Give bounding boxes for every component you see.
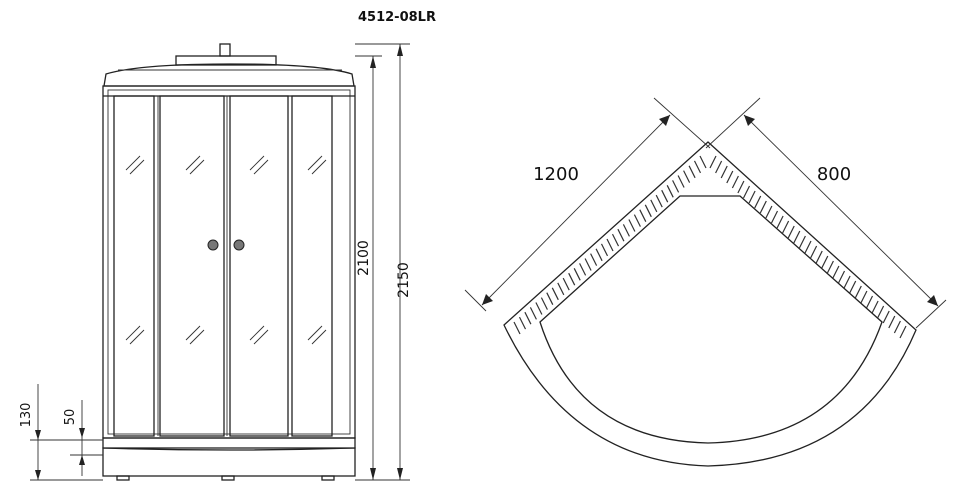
- hatch-line: [546, 292, 554, 305]
- model-code: 4512-08LR: [358, 10, 436, 25]
- hatch-line: [650, 199, 658, 213]
- tray-skirt: [102, 447, 356, 477]
- hatch-line: [821, 255, 829, 269]
- hatch-line: [644, 204, 652, 218]
- hatch-line: [843, 275, 851, 289]
- hatch-line: [877, 305, 885, 319]
- top-view: [464, 97, 947, 467]
- hatch-line: [776, 215, 784, 229]
- hatch-line: [611, 233, 620, 247]
- hatch-line: [742, 185, 751, 199]
- label-width-800: 800: [817, 164, 851, 185]
- hatch-line: [770, 210, 779, 224]
- hatch-line: [765, 205, 773, 219]
- hatch-line: [628, 219, 636, 232]
- hatch-line: [677, 175, 685, 188]
- hatch-line: [666, 185, 674, 198]
- hatch-line: [826, 260, 834, 274]
- hatch-line: [748, 190, 756, 204]
- hatch-line: [606, 238, 614, 252]
- cabin-frame: [102, 85, 356, 439]
- hatch-line: [793, 230, 801, 244]
- hatch-line: [617, 228, 625, 242]
- hatch-line: [513, 321, 521, 335]
- door-left: [159, 95, 225, 437]
- hatch-line: [815, 250, 823, 264]
- hatch-line: [683, 170, 691, 183]
- hatch-line: [854, 285, 862, 299]
- hatch-line: [633, 214, 641, 227]
- hatch-line: [518, 316, 527, 330]
- hatch-line: [595, 248, 603, 262]
- door-handle-left: [207, 239, 219, 251]
- hatch-line: [726, 170, 734, 184]
- hatch-line: [871, 300, 879, 314]
- hatch-line: [798, 235, 806, 249]
- hatch-line: [639, 209, 647, 222]
- hatch-line: [573, 268, 581, 281]
- hatch-line: [865, 295, 874, 309]
- hatch-line: [590, 253, 598, 266]
- hatch-line: [529, 307, 537, 320]
- side-panel-left: [113, 95, 155, 437]
- hatch-line: [754, 195, 762, 209]
- hatch-line: [584, 258, 592, 271]
- hatch-line: [699, 155, 707, 169]
- tray-outline-inner: [539, 195, 883, 444]
- glass-reflections: [125, 155, 327, 345]
- front-view: [102, 43, 356, 481]
- label-height-2100: 2100: [356, 240, 372, 276]
- hatch-line: [672, 180, 680, 193]
- hatch-line: [693, 160, 702, 174]
- side-panel-right: [291, 95, 333, 437]
- hatch-line: [787, 225, 795, 239]
- hatch-line: [888, 315, 896, 329]
- hatch-line: [720, 165, 728, 179]
- hatch-line: [899, 325, 907, 339]
- hatch-line: [860, 290, 868, 304]
- hatch-line: [804, 240, 812, 254]
- label-width-1200: 1200: [533, 164, 579, 185]
- wall-hatching-left: [513, 155, 707, 335]
- hatch-line: [810, 245, 818, 259]
- hatch-line: [709, 155, 717, 169]
- label-tray-50: 50: [63, 409, 78, 426]
- hatch-line: [837, 270, 846, 284]
- door-handle-right: [233, 239, 245, 251]
- hatch-line: [715, 160, 723, 174]
- hatch-line: [731, 175, 739, 189]
- hatch-line: [893, 320, 901, 334]
- door-right: [229, 95, 289, 437]
- vertical-dimensions: [30, 43, 410, 481]
- hatch-line: [661, 189, 669, 203]
- hatch-line: [600, 243, 609, 257]
- hatch-line: [688, 165, 696, 179]
- hatch-line: [562, 277, 570, 291]
- hatch-line: [737, 180, 745, 194]
- hatch-line: [535, 302, 543, 315]
- hatch-line: [759, 200, 767, 214]
- hatch-line: [782, 220, 790, 234]
- hatch-line: [540, 297, 548, 310]
- hatch-line: [524, 311, 532, 325]
- hatch-line: [832, 265, 840, 279]
- hatch-line: [551, 287, 559, 301]
- hatch-line: [568, 272, 576, 286]
- hatch-line: [655, 194, 663, 208]
- tray-outline-outer: [503, 141, 917, 467]
- hatch-line: [882, 310, 890, 324]
- label-height-2150: 2150: [396, 262, 412, 298]
- wall-hatching-right: [709, 155, 907, 339]
- label-tray-130: 130: [19, 403, 34, 428]
- roof: [103, 63, 355, 87]
- hatch-line: [622, 224, 630, 237]
- hatch-line: [849, 280, 857, 294]
- hatch-line: [579, 263, 587, 276]
- hatch-line: [557, 282, 565, 296]
